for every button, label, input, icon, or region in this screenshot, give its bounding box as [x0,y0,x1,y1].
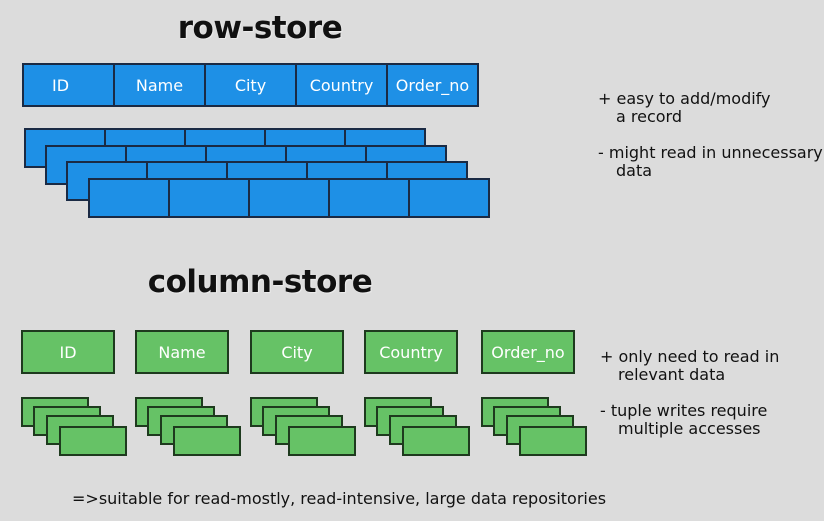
row-header-id: ID [22,63,115,107]
column-header-id: ID [21,330,115,374]
record-cell [328,178,410,218]
column-block [288,426,356,456]
row-store-con-line1: - might read in unnecessary [598,143,823,162]
column-header-country: Country [364,330,458,374]
column-header-city: City [250,330,344,374]
row-header-name: Name [113,63,206,107]
column-store-title: column-store [147,264,373,300]
column-store-pro-line2: relevant data [618,365,726,384]
row-store-title: row-store [177,10,343,46]
row-store-pro-line2: a record [616,107,682,126]
row-store-header: ID Name City Country Order_no [22,63,479,107]
record-cell [408,178,490,218]
column-block [402,426,470,456]
column-block [173,426,241,456]
row-header-city: City [204,63,297,107]
record-cell [88,178,170,218]
conclusion-text: =>suitable for read-mostly, read-intensi… [72,489,607,508]
record-cell [168,178,250,218]
column-store-con-line2: multiple accesses [618,419,761,438]
row-header-country: Country [295,63,388,107]
row-store-con-line2: data [616,161,653,180]
row-header-order-no: Order_no [386,63,479,107]
column-header-order-no: Order_no [481,330,575,374]
row-record [88,178,490,218]
column-block [519,426,587,456]
column-block [59,426,127,456]
record-cell [248,178,330,218]
column-header-name: Name [135,330,229,374]
column-store-con-line1: - tuple writes require [600,401,768,420]
row-store-pro-line1: + easy to add/modify [598,89,771,108]
column-store-pro-line1: + only need to read in [600,347,780,366]
